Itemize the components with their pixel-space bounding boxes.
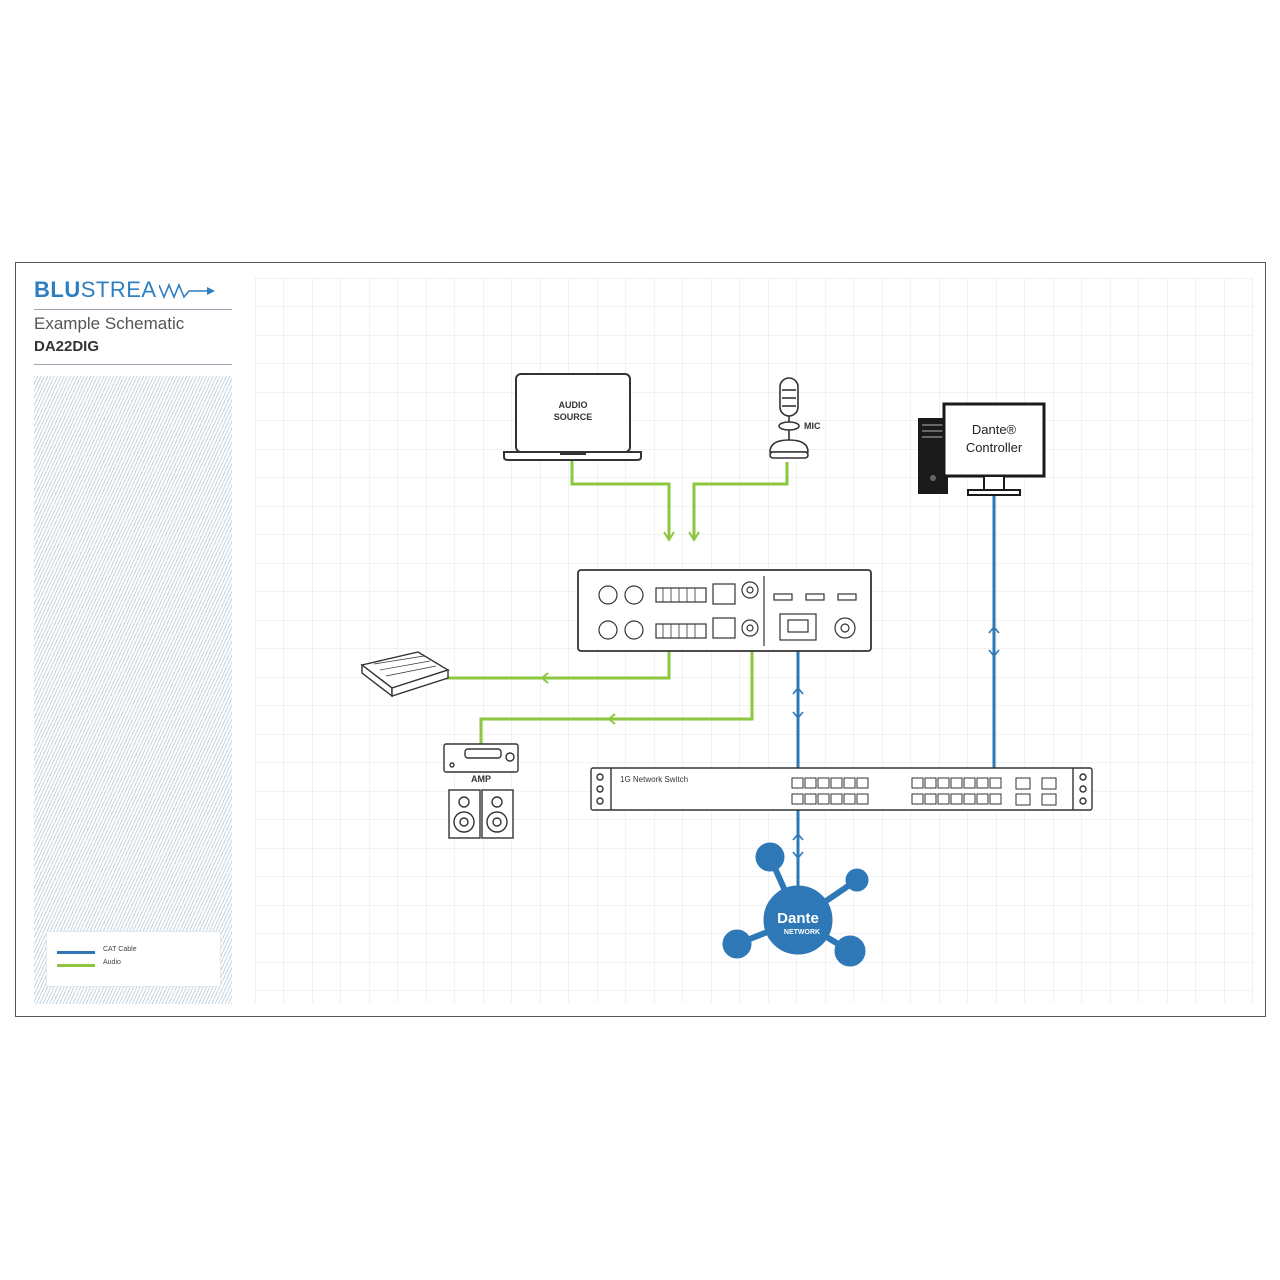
switch-port: [817, 777, 830, 789]
audio-mixer: [360, 651, 450, 698]
legend-swatch-audio: [57, 964, 95, 967]
mic-label: MIC: [804, 421, 821, 431]
switch-port: [963, 777, 976, 789]
cat-arrows: [792, 625, 1000, 860]
dante-logo-text: Dante: [777, 910, 819, 927]
audio-cable-mixer: [445, 648, 671, 680]
sidebar-panel: BLUSTREA Example Schematic DA22DIG CAT C…: [16, 263, 241, 1016]
laptop-label-line1: AUDIO: [559, 400, 588, 410]
switch-port: [989, 777, 1002, 789]
switch-sfp-port: [1041, 793, 1057, 806]
audio-arrows: [540, 531, 700, 725]
switch-port: [911, 793, 924, 805]
switch-port: [924, 777, 937, 789]
switch-port: [830, 793, 843, 805]
speakers: [448, 789, 514, 839]
switch-port: [937, 777, 950, 789]
hatched-panel: [34, 376, 232, 1004]
switch-port: [856, 793, 869, 805]
legend-box: CAT Cable Audio: [46, 931, 221, 987]
switch-port: [817, 793, 830, 805]
dante-controller-pc: Dante® Controller: [918, 402, 1046, 496]
laptop-audio-source: AUDIO SOURCE: [503, 373, 642, 461]
switch-port: [989, 793, 1002, 805]
dante-network-icon: [722, 842, 869, 967]
switch-port: [856, 777, 869, 789]
switch-sfp-port: [1015, 793, 1031, 806]
controller-label-line2: Controller: [966, 440, 1023, 455]
switch-port: [843, 793, 856, 805]
switch-port: [963, 793, 976, 805]
switch-port: [937, 793, 950, 805]
switch-port: [911, 777, 924, 789]
da22dig-unit: [577, 569, 872, 652]
switch-port: [830, 777, 843, 789]
switch-port: [976, 777, 989, 789]
dante-network-text: NETWORK: [784, 929, 820, 936]
laptop-label-line2: SOURCE: [554, 412, 593, 422]
switch-port: [950, 777, 963, 789]
brand-rest-text: STREA: [80, 277, 157, 302]
cat-cables: [796, 496, 996, 900]
microphone: [769, 377, 809, 459]
audio-cable-amp: [479, 648, 754, 744]
switch-port: [804, 777, 817, 789]
waveform-icon: [159, 282, 215, 300]
legend-label-audio: Audio: [103, 959, 121, 966]
switch-port: [791, 793, 804, 805]
amplifier: [443, 743, 519, 773]
divider-bottom: [34, 364, 232, 365]
divider-top: [34, 309, 232, 310]
brand-bold-text: BLU: [34, 277, 81, 302]
amp-label: AMP: [471, 774, 491, 784]
switch-sfp-port: [1015, 777, 1031, 790]
audio-cable-mic: [692, 462, 789, 540]
switch-port: [791, 777, 804, 789]
switch-label: 1G Network Switch: [620, 775, 688, 784]
switch-port: [843, 777, 856, 789]
model-name: DA22DIG: [34, 338, 100, 355]
audio-cables: [445, 460, 789, 744]
switch-port: [976, 793, 989, 805]
switch-port: [804, 793, 817, 805]
switch-port: [924, 793, 937, 805]
legend-label-cat: CAT Cable: [103, 946, 137, 953]
audio-cable-laptop: [570, 460, 671, 540]
controller-label-line1: Dante®: [972, 422, 1017, 437]
legend-swatch-cat: [57, 951, 95, 954]
switch-port: [950, 793, 963, 805]
switch-sfp-port: [1041, 777, 1057, 790]
page-title: Example Schematic: [34, 314, 185, 333]
switch-ports: [791, 777, 1057, 806]
blustream-logo: BLUSTREA: [34, 277, 215, 303]
